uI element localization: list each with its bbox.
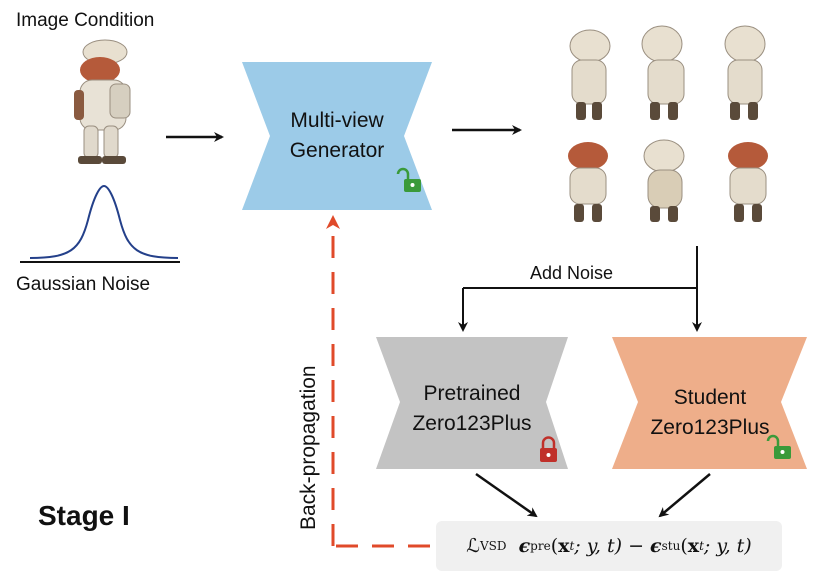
loss-sub: VSD [479,539,507,553]
generator-label-line1: Multi-view [290,109,384,132]
x-pre: x [558,535,570,557]
stage-label: Stage I [38,500,130,531]
generator-unlock-icon [396,167,421,192]
gaussian-noise-label: Gaussian Noise [16,274,151,295]
gaussian-curve-icon [20,184,180,263]
student-block [612,337,807,469]
args-stu: ; y, t) [703,535,752,557]
student-label-line2: Zero123Plus [650,416,770,439]
generator-label-line2: Generator [289,139,385,162]
input-character-image [74,39,131,164]
backprop-label: Back-propagation [297,365,320,530]
eps-stu: ϵ [650,535,662,557]
minus-sign: − [622,535,651,557]
pretrained-block [376,337,568,469]
generator-label: Multi-view Generator [262,106,412,166]
x-stu: x [687,535,700,557]
student-unlock-icon [766,434,791,459]
view-3 [724,25,766,120]
stu-sub: stu [661,539,681,553]
t-sub-pre: t [569,539,575,553]
image-condition-label: Image Condition [16,10,155,31]
multiview-images [568,25,768,222]
generator-block [242,62,432,210]
eps-pre: ϵ [518,535,531,557]
view-5 [643,139,685,222]
backprop-arrow [326,215,430,548]
student-label: Student Zero123Plus [630,383,790,443]
pre-sub: pre [530,539,551,553]
view-6 [728,142,768,222]
view-1 [569,29,611,120]
pretrained-label: Pretrained Zero123Plus [392,379,552,439]
pretrained-label-line2: Zero123Plus [412,412,532,435]
view-2 [641,25,685,120]
t-sub-stu: t [699,539,704,553]
pretrained-lock-icon [540,436,557,462]
student-label-line1: Student [673,386,747,409]
view-4 [568,142,608,222]
loss-symbol: ℒ [466,535,480,557]
add-noise-label: Add Noise [530,263,614,283]
args-pre: ; y, t) [574,535,623,557]
pretrained-label-line1: Pretrained [423,382,521,405]
